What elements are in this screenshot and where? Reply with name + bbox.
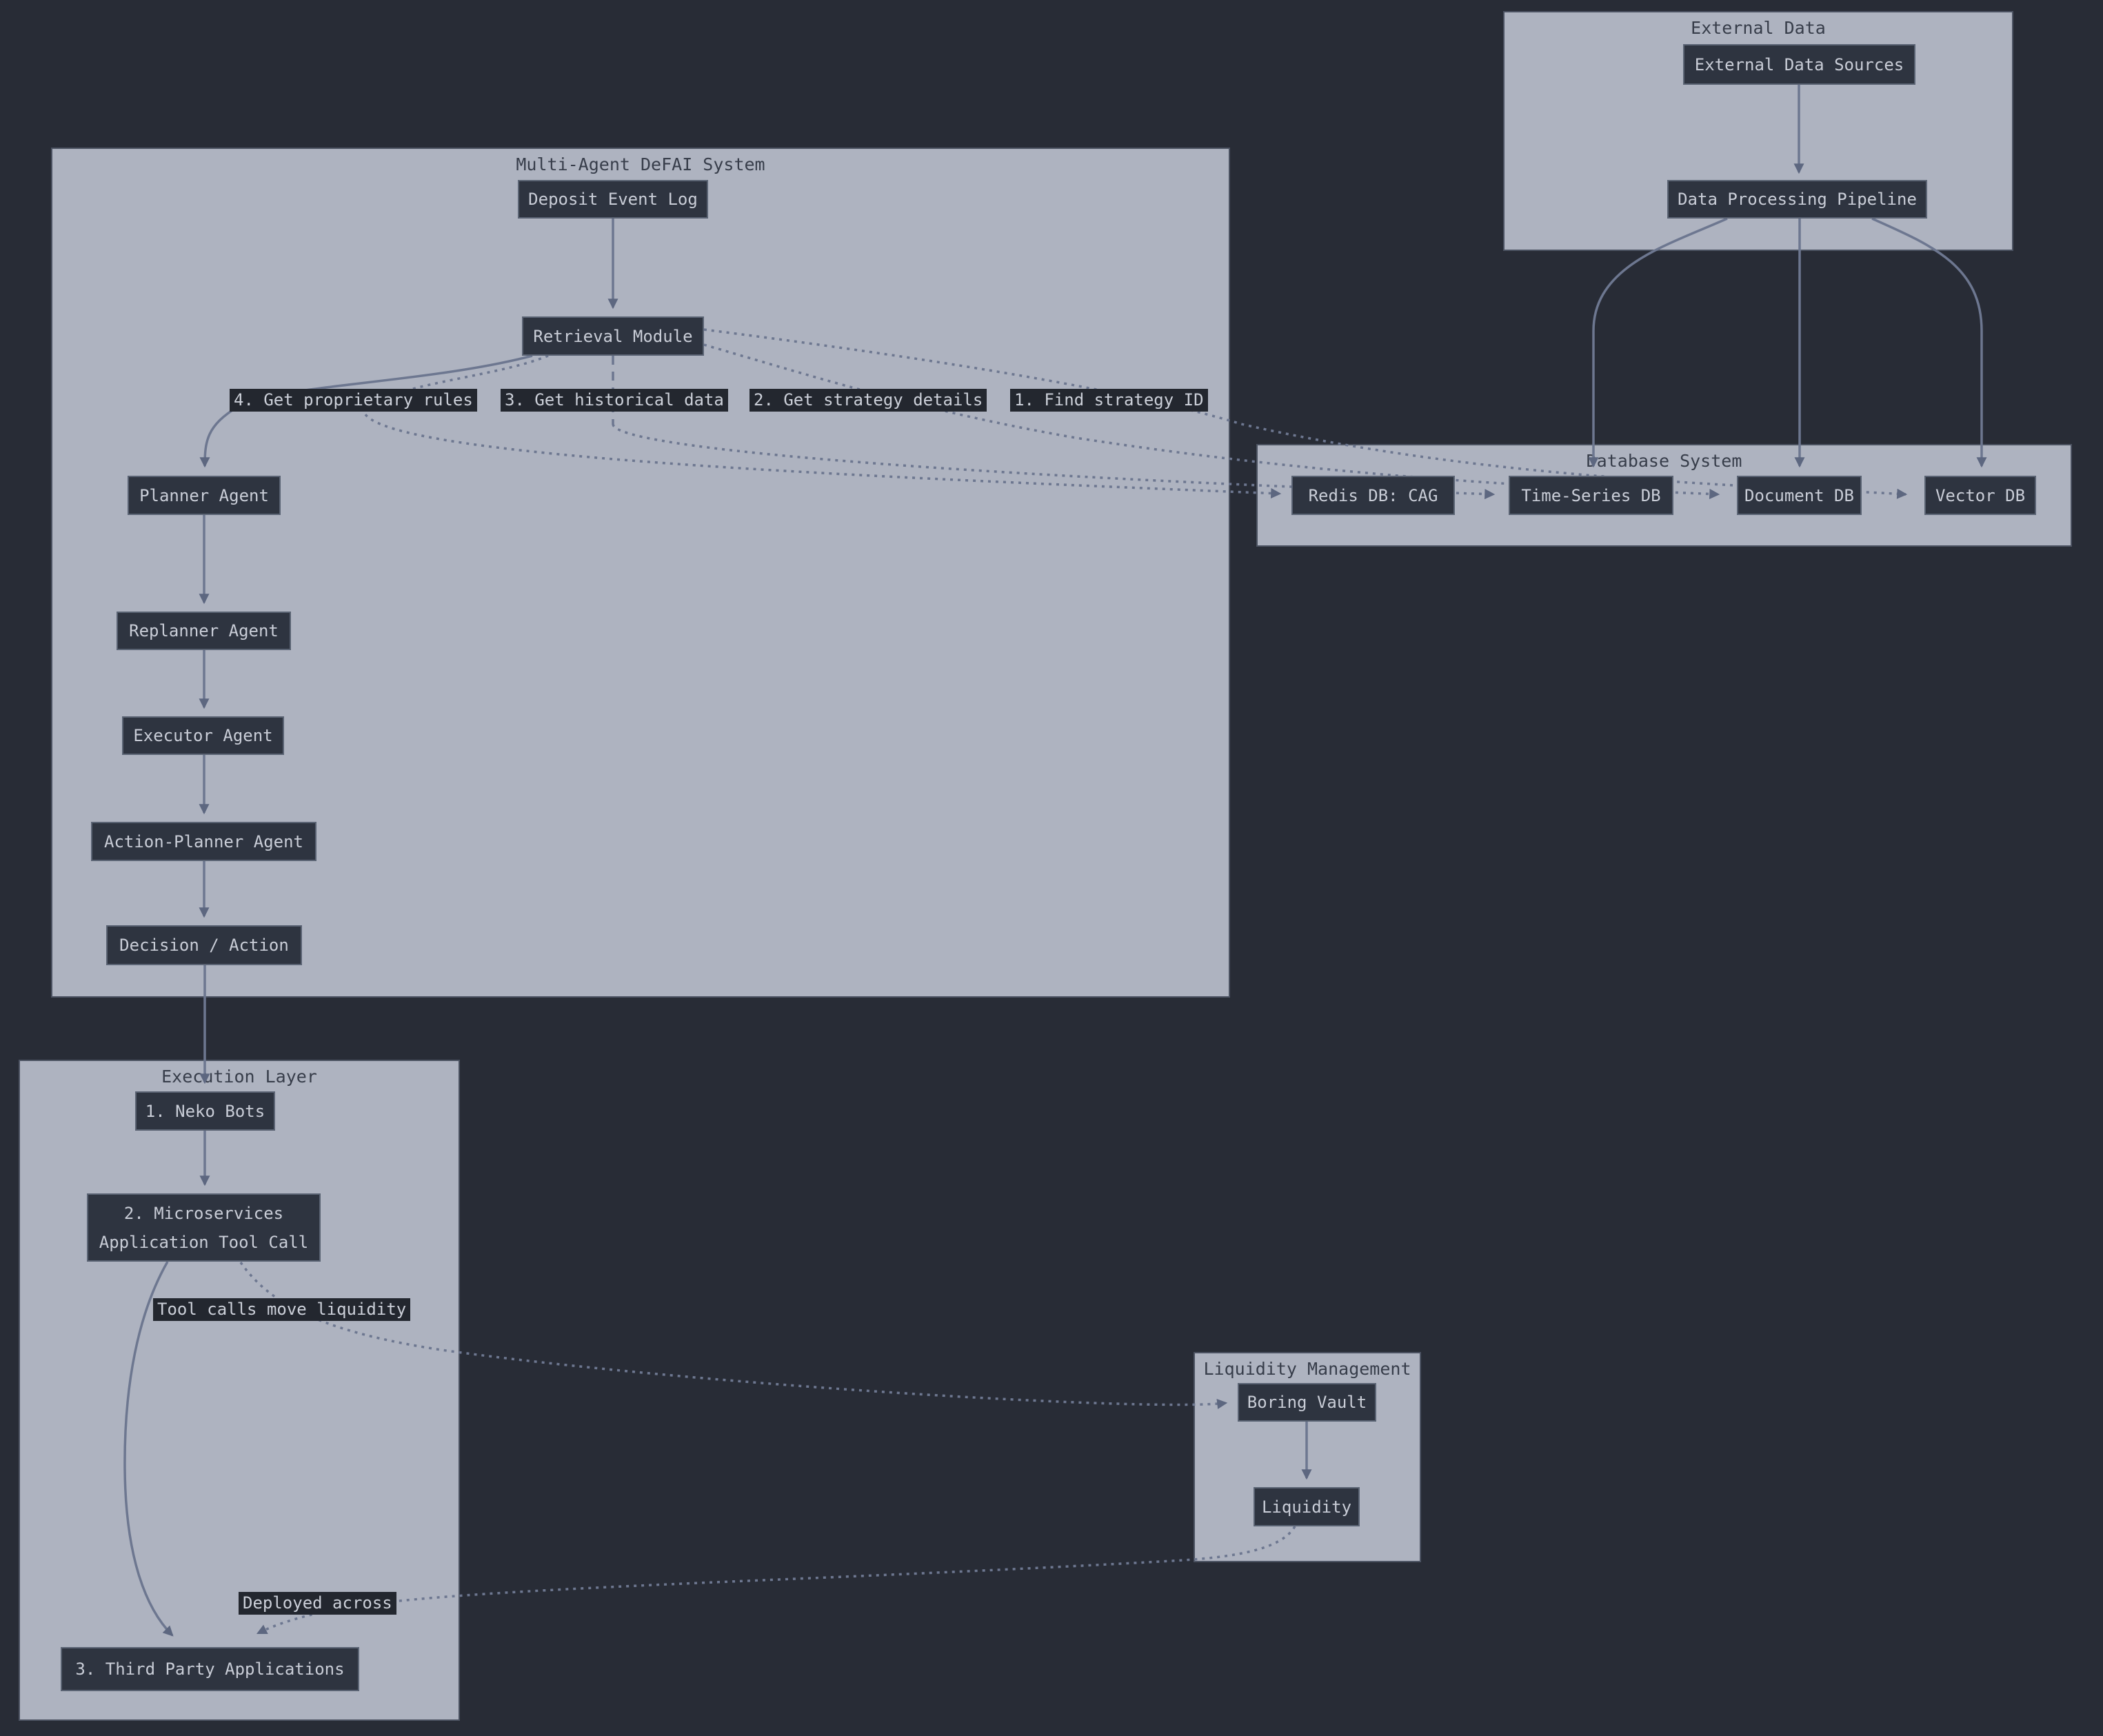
group-title-external-data: External Data (1691, 18, 1826, 38)
node-boring-vault: Boring Vault (1238, 1383, 1376, 1422)
node-planner-agent: Planner Agent (128, 476, 281, 515)
group-title-database-system: Database System (1586, 451, 1742, 471)
node-redis-db-cag: Redis DB: CAG (1291, 476, 1455, 515)
group-title-multi-agent-defai-system: Multi-Agent DeFAI System (516, 154, 765, 174)
group-execution-layer: Execution Layer (19, 1060, 460, 1721)
node-neko-bots: 1. Neko Bots (135, 1091, 275, 1131)
node-data-processing-pipeline: Data Processing Pipeline (1667, 180, 1927, 219)
node-vector-db: Vector DB (1924, 476, 2036, 515)
edge-label-get-historical-data: 3. Get historical data (501, 389, 728, 412)
edge-label-get-strategy-details: 2. Get strategy details (749, 389, 987, 412)
edge-label-find-strategy-id: 1. Find strategy ID (1010, 389, 1208, 412)
group-title-liquidity-management: Liquidity Management (1203, 1359, 1411, 1379)
edge-label-deployed-across: Deployed across (239, 1592, 396, 1615)
node-retrieval-module: Retrieval Module (522, 316, 704, 356)
node-external-data-sources: External Data Sources (1683, 44, 1915, 85)
edge-label-get-proprietary-rules: 4. Get proprietary rules (230, 389, 477, 412)
node-third-party-applications: 3. Third Party Applications (61, 1647, 359, 1691)
edge-label-tool-calls-move-liquidity: Tool calls move liquidity (153, 1298, 411, 1321)
group-multi-agent-defai-system: Multi-Agent DeFAI System (51, 148, 1230, 998)
node-liquidity: Liquidity (1254, 1487, 1360, 1526)
node-microservices-application-tool-call: 2. Microservices Application Tool Call (87, 1193, 321, 1262)
node-replanner-agent: Replanner Agent (117, 612, 291, 650)
node-timeseries-db: Time-Series DB (1509, 476, 1673, 515)
node-document-db: Document DB (1737, 476, 1862, 515)
node-deposit-event-log: Deposit Event Log (518, 180, 708, 219)
edge-pipeline-to-vector-db (1871, 217, 1987, 468)
edge-pipeline-to-timeseries-db (1588, 217, 1728, 468)
node-action-planner-agent: Action-Planner Agent (91, 822, 316, 861)
group-title-execution-layer: Execution Layer (161, 1067, 317, 1087)
node-decision-action: Decision / Action (106, 925, 302, 965)
node-executor-agent: Executor Agent (122, 716, 284, 755)
